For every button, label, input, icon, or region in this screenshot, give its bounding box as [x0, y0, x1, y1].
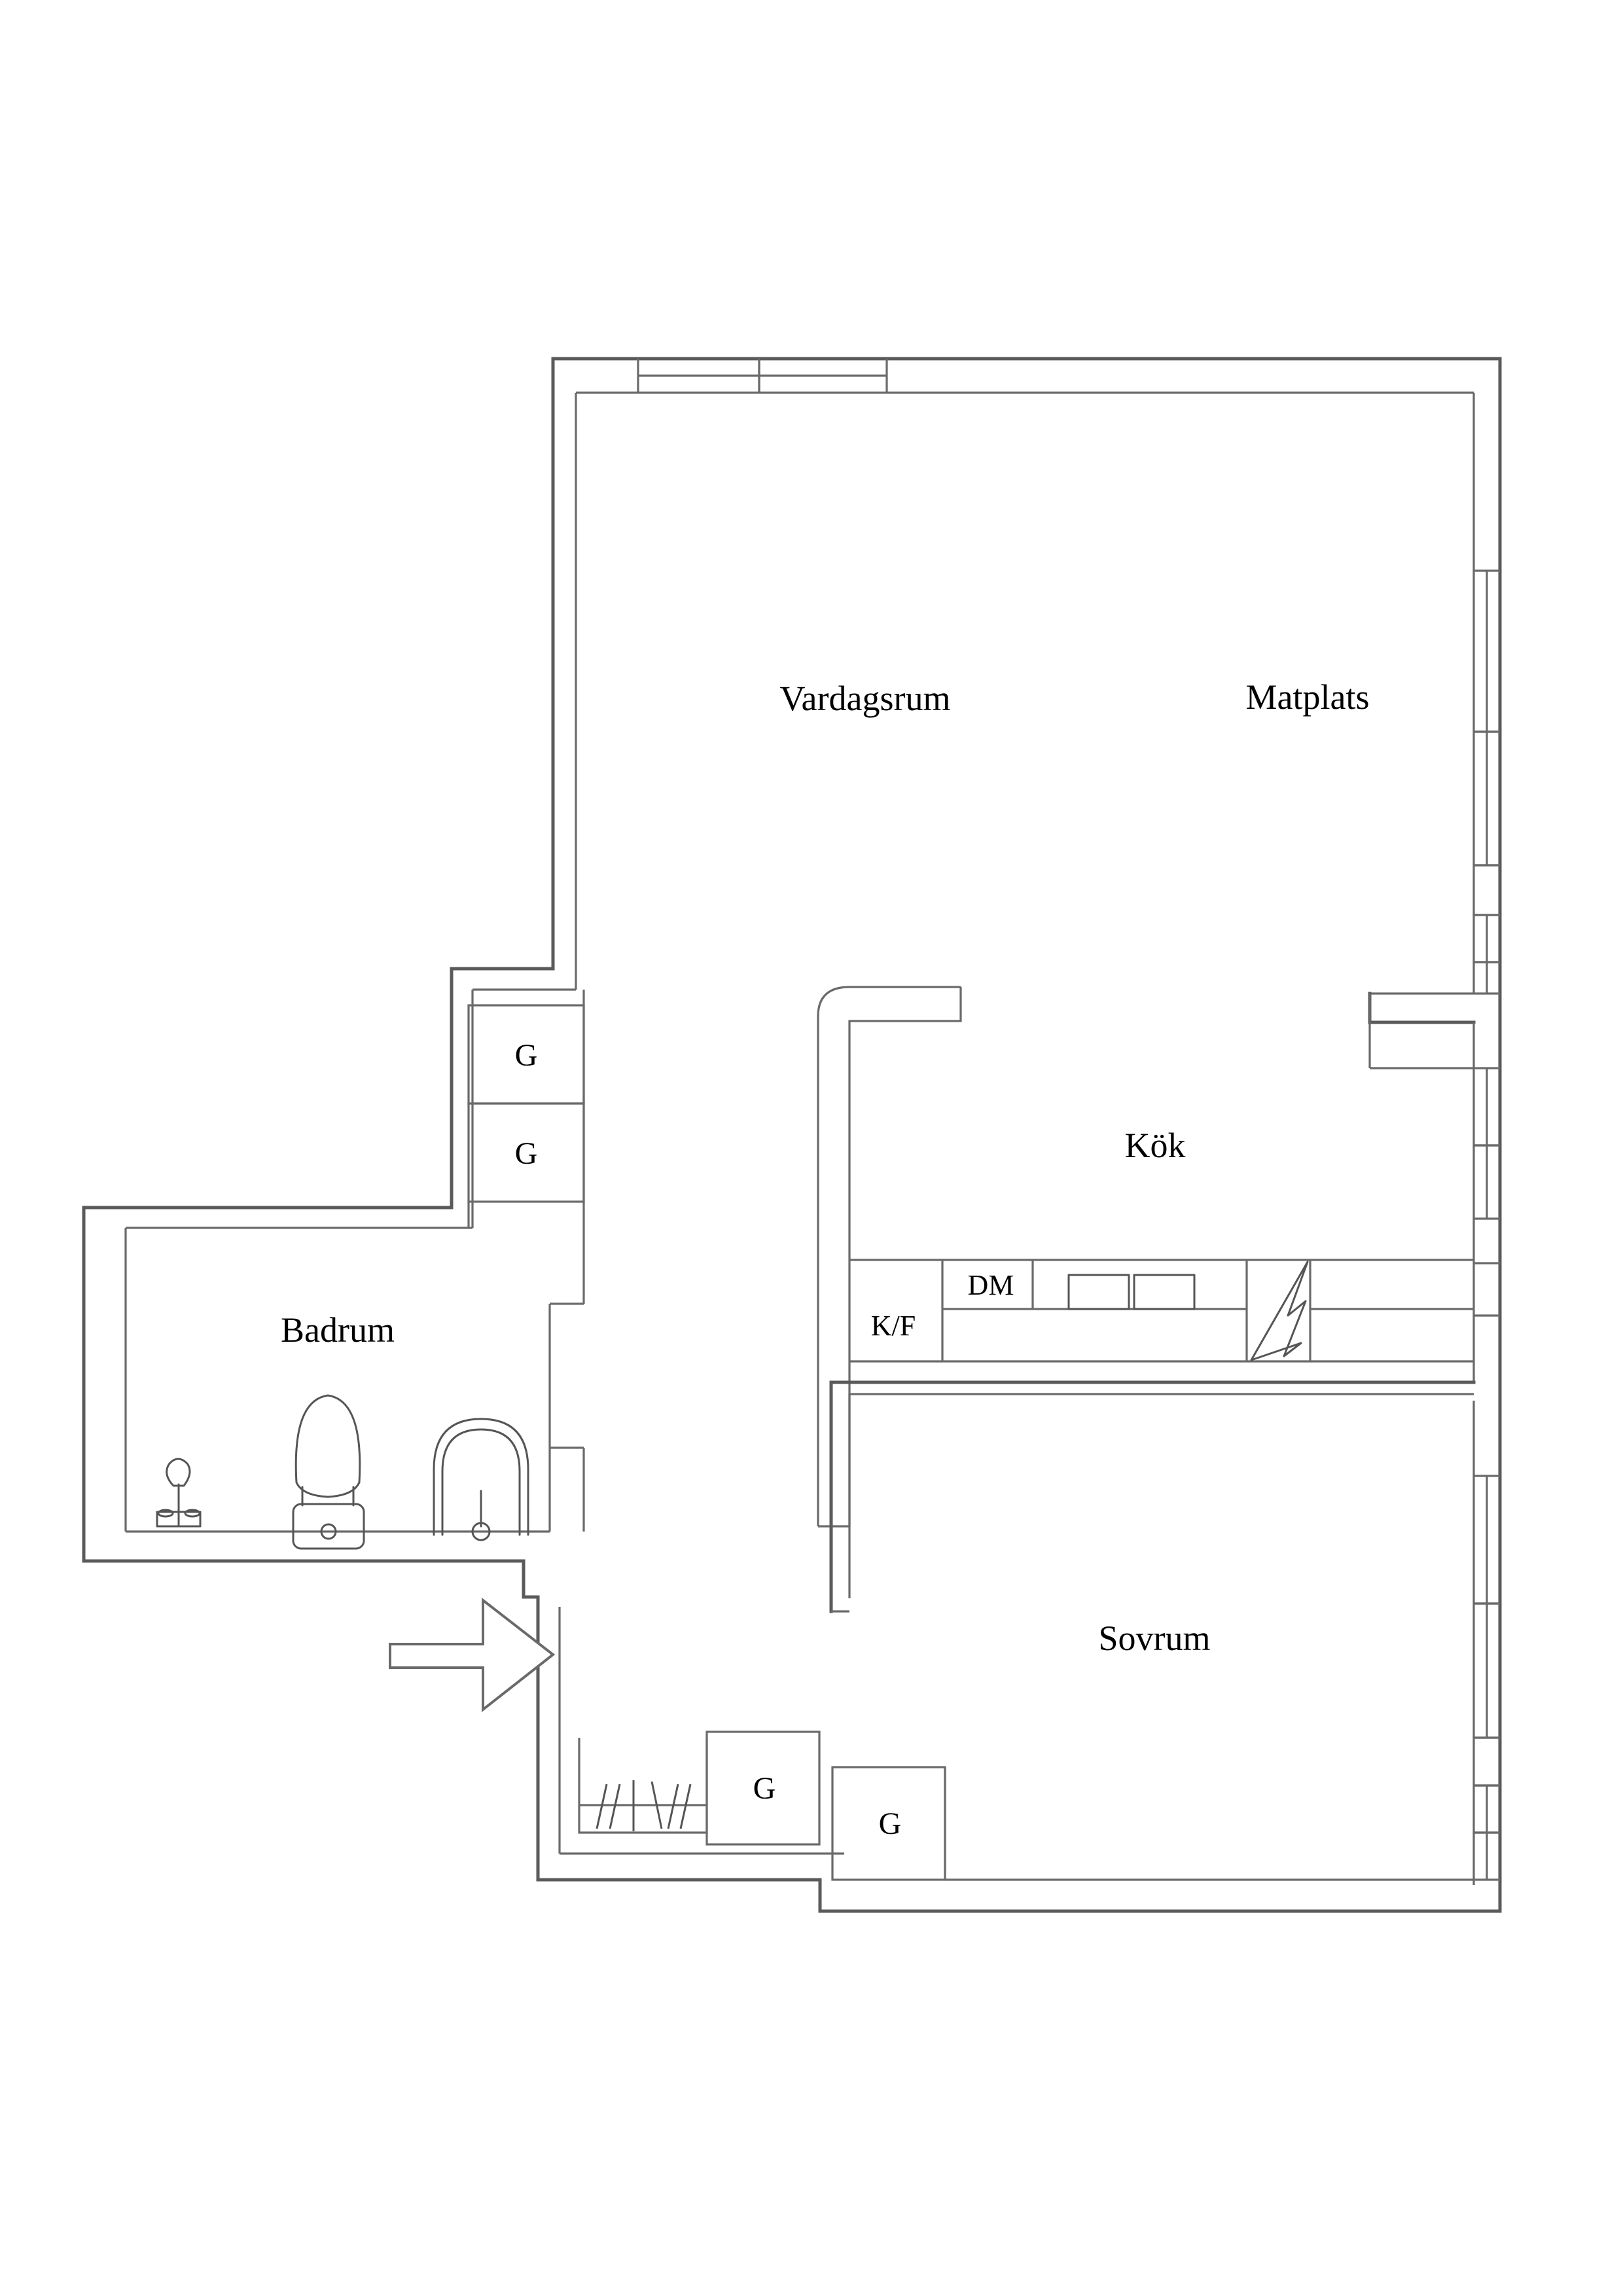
appliance-label-dishwasher: DM: [968, 1269, 1014, 1301]
closet-hall-lower-label: G: [515, 1136, 538, 1171]
coat-hook-1: [596, 1784, 608, 1829]
room-label-kok: Kök: [1125, 1126, 1186, 1165]
basin-outer: [433, 1418, 529, 1536]
room-label-matplats: Matplats: [1246, 677, 1370, 717]
bathroom-right-stub: [550, 1446, 585, 1532]
closet-entry-right[interactable]: G: [831, 1766, 946, 1881]
room-label-vardagsrum: Vardagsrum: [780, 679, 951, 718]
entry-hall-group: [578, 1738, 708, 1834]
toilet-tank: [292, 1503, 365, 1550]
closet-hall-upper-label: G: [515, 1038, 538, 1073]
bedroom-lower-walls: [944, 1767, 1474, 1881]
closet-entry-left-box[interactable]: [705, 1731, 821, 1846]
kitchen-partition-wall: [817, 986, 962, 1528]
coat-hook-4: [651, 1781, 663, 1829]
sink-basin-left: [1067, 1274, 1130, 1310]
closet-hall-lower[interactable]: G: [467, 1102, 585, 1203]
coat-rack-hooks: [596, 1780, 692, 1831]
coat-hook-6: [679, 1784, 692, 1829]
outer-wall-group: [82, 357, 1502, 1913]
basin-drain: [471, 1522, 491, 1541]
shower-head-shape: [166, 1458, 191, 1487]
window-group-right-lower: [1474, 1475, 1500, 1881]
toilet-bowl: [294, 1394, 361, 1498]
kitchen-counter-group: [849, 1259, 1474, 1363]
wall-stub-kitchen: [1368, 992, 1476, 1069]
coat-hook-2: [609, 1784, 621, 1829]
closet-entry-left[interactable]: G: [705, 1731, 821, 1846]
toilet-neck: [301, 1486, 355, 1507]
closet-entry-right-box[interactable]: [831, 1766, 946, 1881]
shower-valve-left: [157, 1509, 174, 1518]
room-label-sovrum: Sovrum: [1098, 1619, 1210, 1658]
appliance-label-fridge-freezer: K/F: [871, 1310, 916, 1342]
closet-entry-right-label: G: [879, 1806, 902, 1841]
washbasin-icon: [433, 1418, 529, 1541]
closet-hall-upper[interactable]: G: [467, 1004, 585, 1105]
closet-entry-left-label: G: [753, 1771, 776, 1806]
basin-inner: [441, 1428, 521, 1536]
window-group-right-middle: [1474, 1067, 1500, 1317]
entrance-arrow: [389, 1597, 556, 1713]
closet-hall-lower-box[interactable]: [467, 1102, 585, 1203]
entrance-arrow-shape: [389, 1597, 556, 1713]
window-group-right-upper: [1474, 569, 1500, 995]
kitchen-wall-inner-face: [848, 987, 962, 1526]
shower-base-plate: [156, 1511, 202, 1528]
coat-hook-5: [667, 1784, 679, 1829]
window-group-top: [637, 359, 888, 393]
toilet-icon: [292, 1394, 365, 1550]
kitchen-bedroom-wall: [829, 1380, 1476, 1613]
stove-lightning-bolt-icon: [1250, 1261, 1309, 1361]
inner-wall-face-group: [124, 391, 1475, 1885]
shower-mixer-icon: [156, 1458, 202, 1528]
toilet-flush-button: [320, 1523, 337, 1540]
room-label-badrum: Badrum: [281, 1310, 395, 1350]
kitchen-wall-outer-face: [817, 986, 961, 1526]
shower-valve-right: [184, 1509, 201, 1518]
sink-basin-right: [1133, 1274, 1196, 1310]
